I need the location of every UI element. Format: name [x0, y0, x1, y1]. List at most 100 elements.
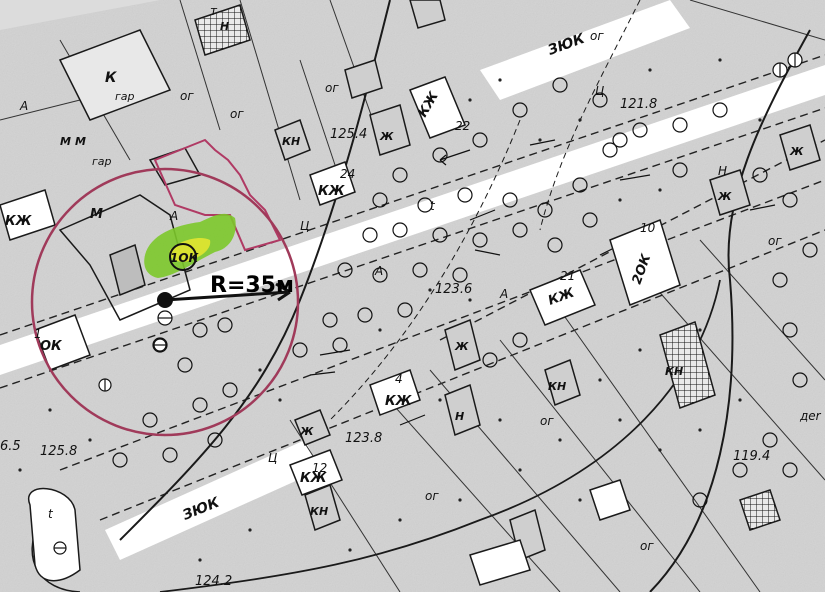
number-label: 4 [395, 372, 403, 386]
building-kn-2 [344, 59, 383, 99]
land-label: ог [768, 234, 782, 248]
elevation-label: 121.8 [620, 97, 657, 112]
small-building-label: Ж [299, 425, 314, 438]
building-zh-2 [444, 318, 481, 372]
building-hatched-top [194, 4, 251, 56]
parking-outline [27, 487, 81, 582]
building-kn-4 [444, 383, 481, 437]
small-building-label: КН [282, 135, 300, 148]
building-label: КЖ [5, 214, 33, 229]
land-label: Ц [300, 219, 309, 233]
land-label: ог [325, 81, 339, 95]
small-building-label: Ж [789, 145, 804, 158]
building-kzh-3 [529, 269, 596, 326]
building-shaded-top [409, 0, 446, 29]
land-label: гар [92, 155, 112, 168]
building-zh-3 [294, 409, 331, 446]
buildings-right [274, 0, 821, 586]
land-label: ог [180, 89, 194, 103]
number-label: 22 [455, 119, 470, 133]
building-kn-1 [274, 119, 311, 161]
building-label: 1ОК [170, 251, 200, 265]
small-building-label: КН [665, 365, 683, 378]
land-label: А [499, 287, 508, 301]
elevation-label: 124.2 [195, 574, 232, 589]
land-label: Ц [268, 451, 277, 465]
dashed-boundaries [0, 54, 825, 521]
elevation-label: 119.4 [733, 449, 770, 464]
dot-symbols [18, 58, 762, 562]
building-pink-outline [153, 138, 282, 252]
small-building-label: Ж [379, 130, 394, 143]
land-label: ог [540, 414, 554, 428]
small-building-label: КН [548, 380, 566, 393]
small-building-label: Ж [717, 190, 732, 203]
buildings-left [0, 4, 282, 371]
building-square-2 [469, 539, 531, 586]
building-label: КЖ [300, 471, 328, 486]
number-label: 1 [34, 327, 42, 341]
building-shaded-1 [109, 243, 146, 297]
building-label: КЖ [385, 394, 413, 409]
land-label: t [48, 507, 54, 521]
elevation-label: 125.8 [40, 444, 77, 459]
building-zh-5 [779, 124, 821, 171]
small-building-label: М [75, 135, 86, 148]
text-labels: R=35м 121.8 125.4 123.6 125.8 123.8 119.… [0, 4, 822, 589]
building-k [58, 29, 172, 121]
radius-label: R=35м [210, 273, 294, 298]
elevation-label: 125.4 [330, 127, 367, 142]
building-zh-1 [369, 104, 411, 156]
building-kn-3 [544, 358, 581, 407]
land-label: А [19, 99, 28, 113]
elevation-label: 123.8 [345, 431, 382, 446]
building-label: К [105, 70, 117, 86]
land-label: гар [115, 90, 135, 103]
building-kn-5 [304, 483, 341, 532]
land-label: Н [718, 164, 727, 178]
building-label: КЖ [318, 184, 346, 199]
number-label: 24 [340, 167, 355, 181]
building-kzh-1 [409, 76, 466, 139]
road-lower [105, 440, 320, 560]
number-label: 10 [640, 221, 656, 235]
building-small-left [0, 189, 56, 241]
building-2ok [609, 219, 681, 306]
building-zh-4 [709, 169, 751, 216]
road-top-left [0, 0, 160, 30]
land-label: т [210, 4, 218, 18]
building-hatched-right [739, 489, 781, 531]
number-label: 21 [560, 269, 575, 283]
building-kn-hatched [659, 321, 716, 409]
land-label: А [374, 264, 383, 278]
land-label: ог [425, 489, 439, 503]
building-label: М [90, 207, 103, 222]
land-label: ог [640, 539, 654, 553]
small-building-label: КН [310, 505, 328, 518]
building-kzh-2 [309, 161, 356, 206]
survey-symbols [53, 52, 803, 555]
land-label: деr [799, 409, 822, 423]
small-building-label: Ж [454, 340, 469, 353]
land-label: ог [230, 107, 244, 121]
building-square-1 [589, 479, 631, 521]
arrow-symbols [309, 139, 776, 426]
building-kzh-5 [289, 449, 343, 496]
small-building-label: Н [455, 410, 464, 423]
small-building-label: М [60, 135, 71, 148]
tree-symbols [112, 77, 818, 508]
land-label: t [430, 199, 436, 213]
elevation-label: 123.6 [435, 282, 472, 297]
land-label: А [169, 209, 178, 223]
small-building-label: Н [220, 20, 229, 33]
radius-circle [30, 167, 300, 437]
building-label: ОК [40, 339, 63, 354]
building-kzh-4 [369, 369, 421, 416]
road-top-short [480, 0, 690, 100]
radius-arrowhead [275, 282, 291, 302]
land-label: ог [590, 29, 604, 43]
radius-line [164, 290, 291, 302]
building-m-outline [58, 194, 191, 321]
circled-marker [169, 243, 197, 271]
